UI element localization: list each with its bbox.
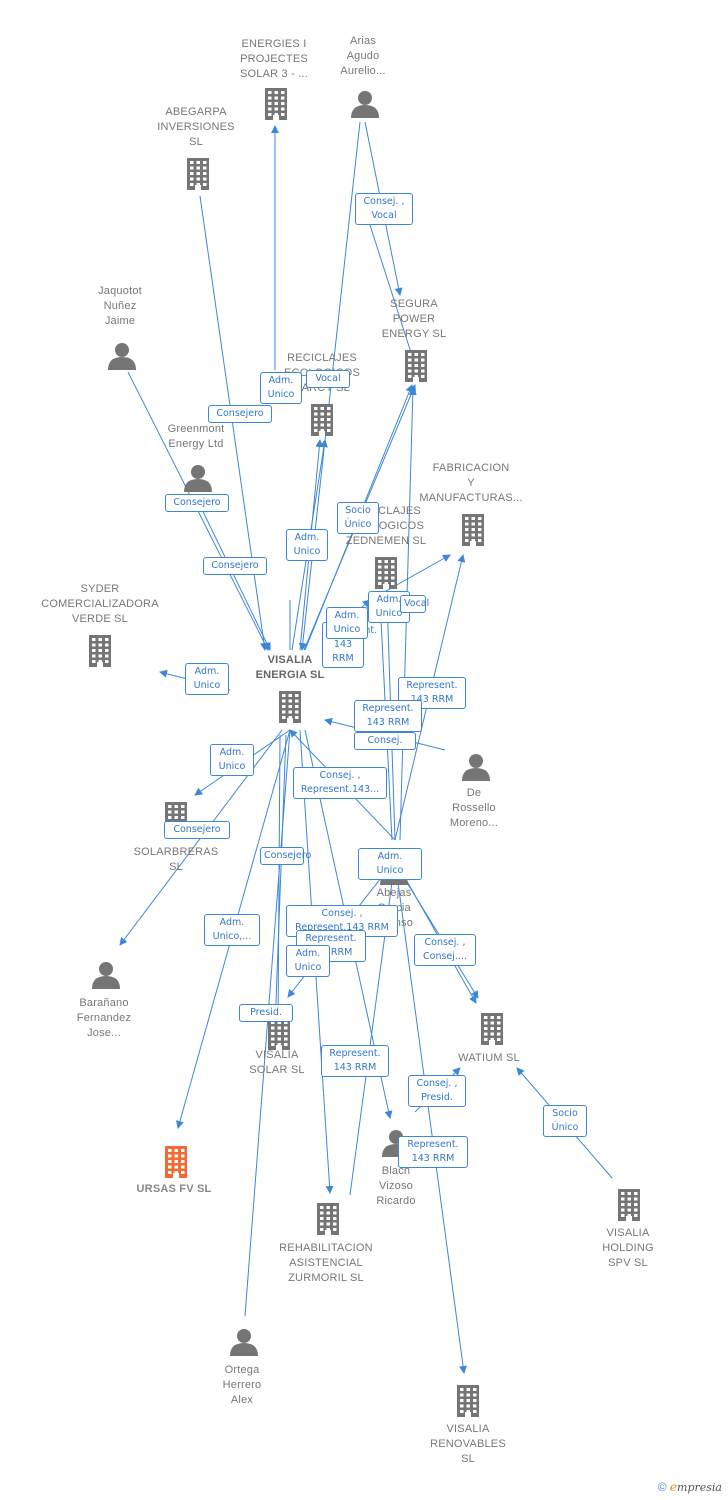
node-label-ortega[interactable]: Ortega Herrero Alex xyxy=(222,1364,262,1406)
node-label-blach[interactable]: Blach Vizoso Ricardo xyxy=(376,1165,416,1207)
node-label-fabricacion[interactable]: FABRICACION Y MANUFACTURAS... xyxy=(419,462,523,504)
edge-role-label[interactable]: Consejero xyxy=(208,405,272,423)
building-icon[interactable] xyxy=(311,404,333,436)
edge-role-label[interactable]: Represent. 143 RRM xyxy=(398,1136,468,1168)
building-icon[interactable] xyxy=(375,557,397,589)
node-label-solarbreras[interactable]: SOLARBRERAS SL xyxy=(133,846,219,873)
edge-role-label[interactable]: Consej. , Presid. xyxy=(408,1075,466,1107)
node-label-barañano[interactable]: Barañano Fernandez Jose... xyxy=(76,997,132,1039)
building-icon[interactable] xyxy=(457,1385,479,1417)
building-icon[interactable] xyxy=(165,1146,187,1178)
edge-role-label[interactable]: Adm. Unico xyxy=(260,372,302,404)
edge-role-label[interactable]: Vocal xyxy=(400,595,429,613)
relation-edge xyxy=(394,859,468,1374)
node-label-watium[interactable]: WATIUM SL xyxy=(458,1052,520,1064)
edge-role-label[interactable]: Socio Único xyxy=(337,502,379,534)
node-label-abegarpa[interactable]: ABEGARPA INVERSIONES SL xyxy=(157,106,235,148)
node-label-visalia_energia[interactable]: VISALIA ENERGIA SL xyxy=(255,654,325,681)
node-label-visalia_renovables[interactable]: VISALIA RENOVABLES SL xyxy=(430,1423,506,1465)
building-icon[interactable] xyxy=(481,1013,503,1045)
relation-edge xyxy=(271,734,287,1029)
building-icon[interactable] xyxy=(317,1203,339,1235)
edge-role-label[interactable]: Represent. 143 RRM xyxy=(398,677,466,709)
building-icon[interactable] xyxy=(265,88,287,120)
edge-role-label[interactable]: Adm. Unico xyxy=(358,848,422,880)
building-icon[interactable] xyxy=(618,1189,640,1221)
edge-role-label[interactable]: Consej. , Represent.143... xyxy=(293,767,387,799)
person-icon[interactable] xyxy=(230,1329,258,1356)
building-icon[interactable] xyxy=(268,1018,290,1050)
relation-edge xyxy=(274,734,283,1028)
edge-role-label[interactable]: Represent. 143 RRM xyxy=(321,1045,389,1077)
relation-edge xyxy=(244,729,291,1317)
node-label-segura[interactable]: SEGURA POWER ENERGY SL xyxy=(381,298,447,340)
building-icon[interactable] xyxy=(187,158,209,190)
edge-role-label[interactable]: Consej. , Consej.... xyxy=(414,934,476,966)
edge-role-label[interactable]: Adm. Unico xyxy=(326,607,368,639)
edge-role-label[interactable]: Consejero xyxy=(260,847,311,865)
node-label-derossello[interactable]: De Rossello Moreno... xyxy=(449,787,499,829)
edge-role-label[interactable]: Consejero xyxy=(165,494,229,512)
edge-role-label[interactable]: Adm. Unico xyxy=(286,529,328,561)
edge-role-label[interactable]: Adm. Unico xyxy=(210,744,254,776)
person-icon[interactable] xyxy=(462,754,490,781)
node-label-rehabilitacion[interactable]: REHABILITACION ASISTENCIAL ZURMORIL SL xyxy=(279,1242,373,1284)
edge-role-label[interactable]: Adm. Unico xyxy=(185,663,229,695)
node-label-greenmont[interactable]: Greenmont Energy Ltd xyxy=(167,423,225,450)
edge-role-label[interactable]: Represent. 143 RRM xyxy=(354,700,422,732)
building-icon[interactable] xyxy=(279,691,301,723)
edge-role-label[interactable]: Vocal xyxy=(306,370,350,388)
relation-edge xyxy=(394,859,477,1004)
person-icon[interactable] xyxy=(92,962,120,989)
node-label-ursas[interactable]: URSAS FV SL xyxy=(136,1183,212,1195)
building-icon[interactable] xyxy=(89,635,111,667)
edge-role-label[interactable]: Socio Único xyxy=(543,1105,587,1137)
node-label-jaquotot[interactable]: Jaquotot Nuñez Jaime xyxy=(98,285,142,327)
person-icon[interactable] xyxy=(351,91,379,118)
building-icon[interactable] xyxy=(405,350,427,382)
node-label-arias[interactable]: Arias Agudo Aurelio... xyxy=(340,35,386,77)
node-label-energies[interactable]: ENERGIES I PROJECTES SOLAR 3 - ... xyxy=(239,38,308,80)
edge-role-label[interactable]: Consej. , Vocal xyxy=(355,193,413,225)
building-icon[interactable] xyxy=(462,514,484,546)
edge-role-label[interactable]: Consejero xyxy=(164,821,230,839)
edge-role-label[interactable]: Adm. Unico,... xyxy=(204,914,260,946)
node-label-visalia_solar[interactable]: VISALIA SOLAR SL xyxy=(249,1049,305,1076)
node-label-visalia_holding[interactable]: VISALIA HOLDING SPV SL xyxy=(602,1227,654,1269)
relation-edge xyxy=(397,867,479,999)
relation-edge xyxy=(369,224,416,366)
person-icon[interactable] xyxy=(108,343,136,370)
edge-role-label[interactable]: Presid. xyxy=(239,1004,293,1022)
edge-role-label[interactable]: Consejero xyxy=(203,557,267,575)
person-icon[interactable] xyxy=(184,465,212,492)
edge-role-label[interactable]: Consej. xyxy=(354,732,416,750)
empresia-watermark: © empresia xyxy=(657,1480,722,1494)
node-label-syder[interactable]: SYDER COMERCIALIZADORA VERDE SL xyxy=(41,583,159,625)
edge-role-label[interactable]: Adm. Unico xyxy=(286,945,330,977)
